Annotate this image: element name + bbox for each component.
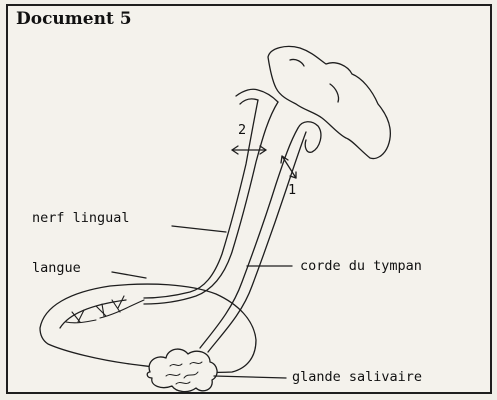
brain-shape [268,46,390,158]
tongue-branches [66,296,144,323]
leader-langue [112,272,146,278]
nerf-lingual-branch [240,99,258,104]
tongue-inner [60,300,126,328]
corde-du-tympan-label: corde du tympan [300,258,422,274]
glande-salivaire-label: glande salivaire [292,369,422,385]
mark-2-label: 2 [238,122,246,138]
document-title: Document 5 [16,9,132,29]
leader-glande-salivaire [214,376,286,378]
leader-nerf-lingual [172,226,226,232]
corde-du-tympan [200,128,298,348]
salivary-gland [147,349,217,392]
nerf-lingual [144,102,278,304]
nerve-hook [298,122,321,153]
nerf-lingual-label: nerf lingual [32,210,130,226]
langue-label: langue [32,260,81,276]
mark-1-label: 1 [288,182,296,198]
